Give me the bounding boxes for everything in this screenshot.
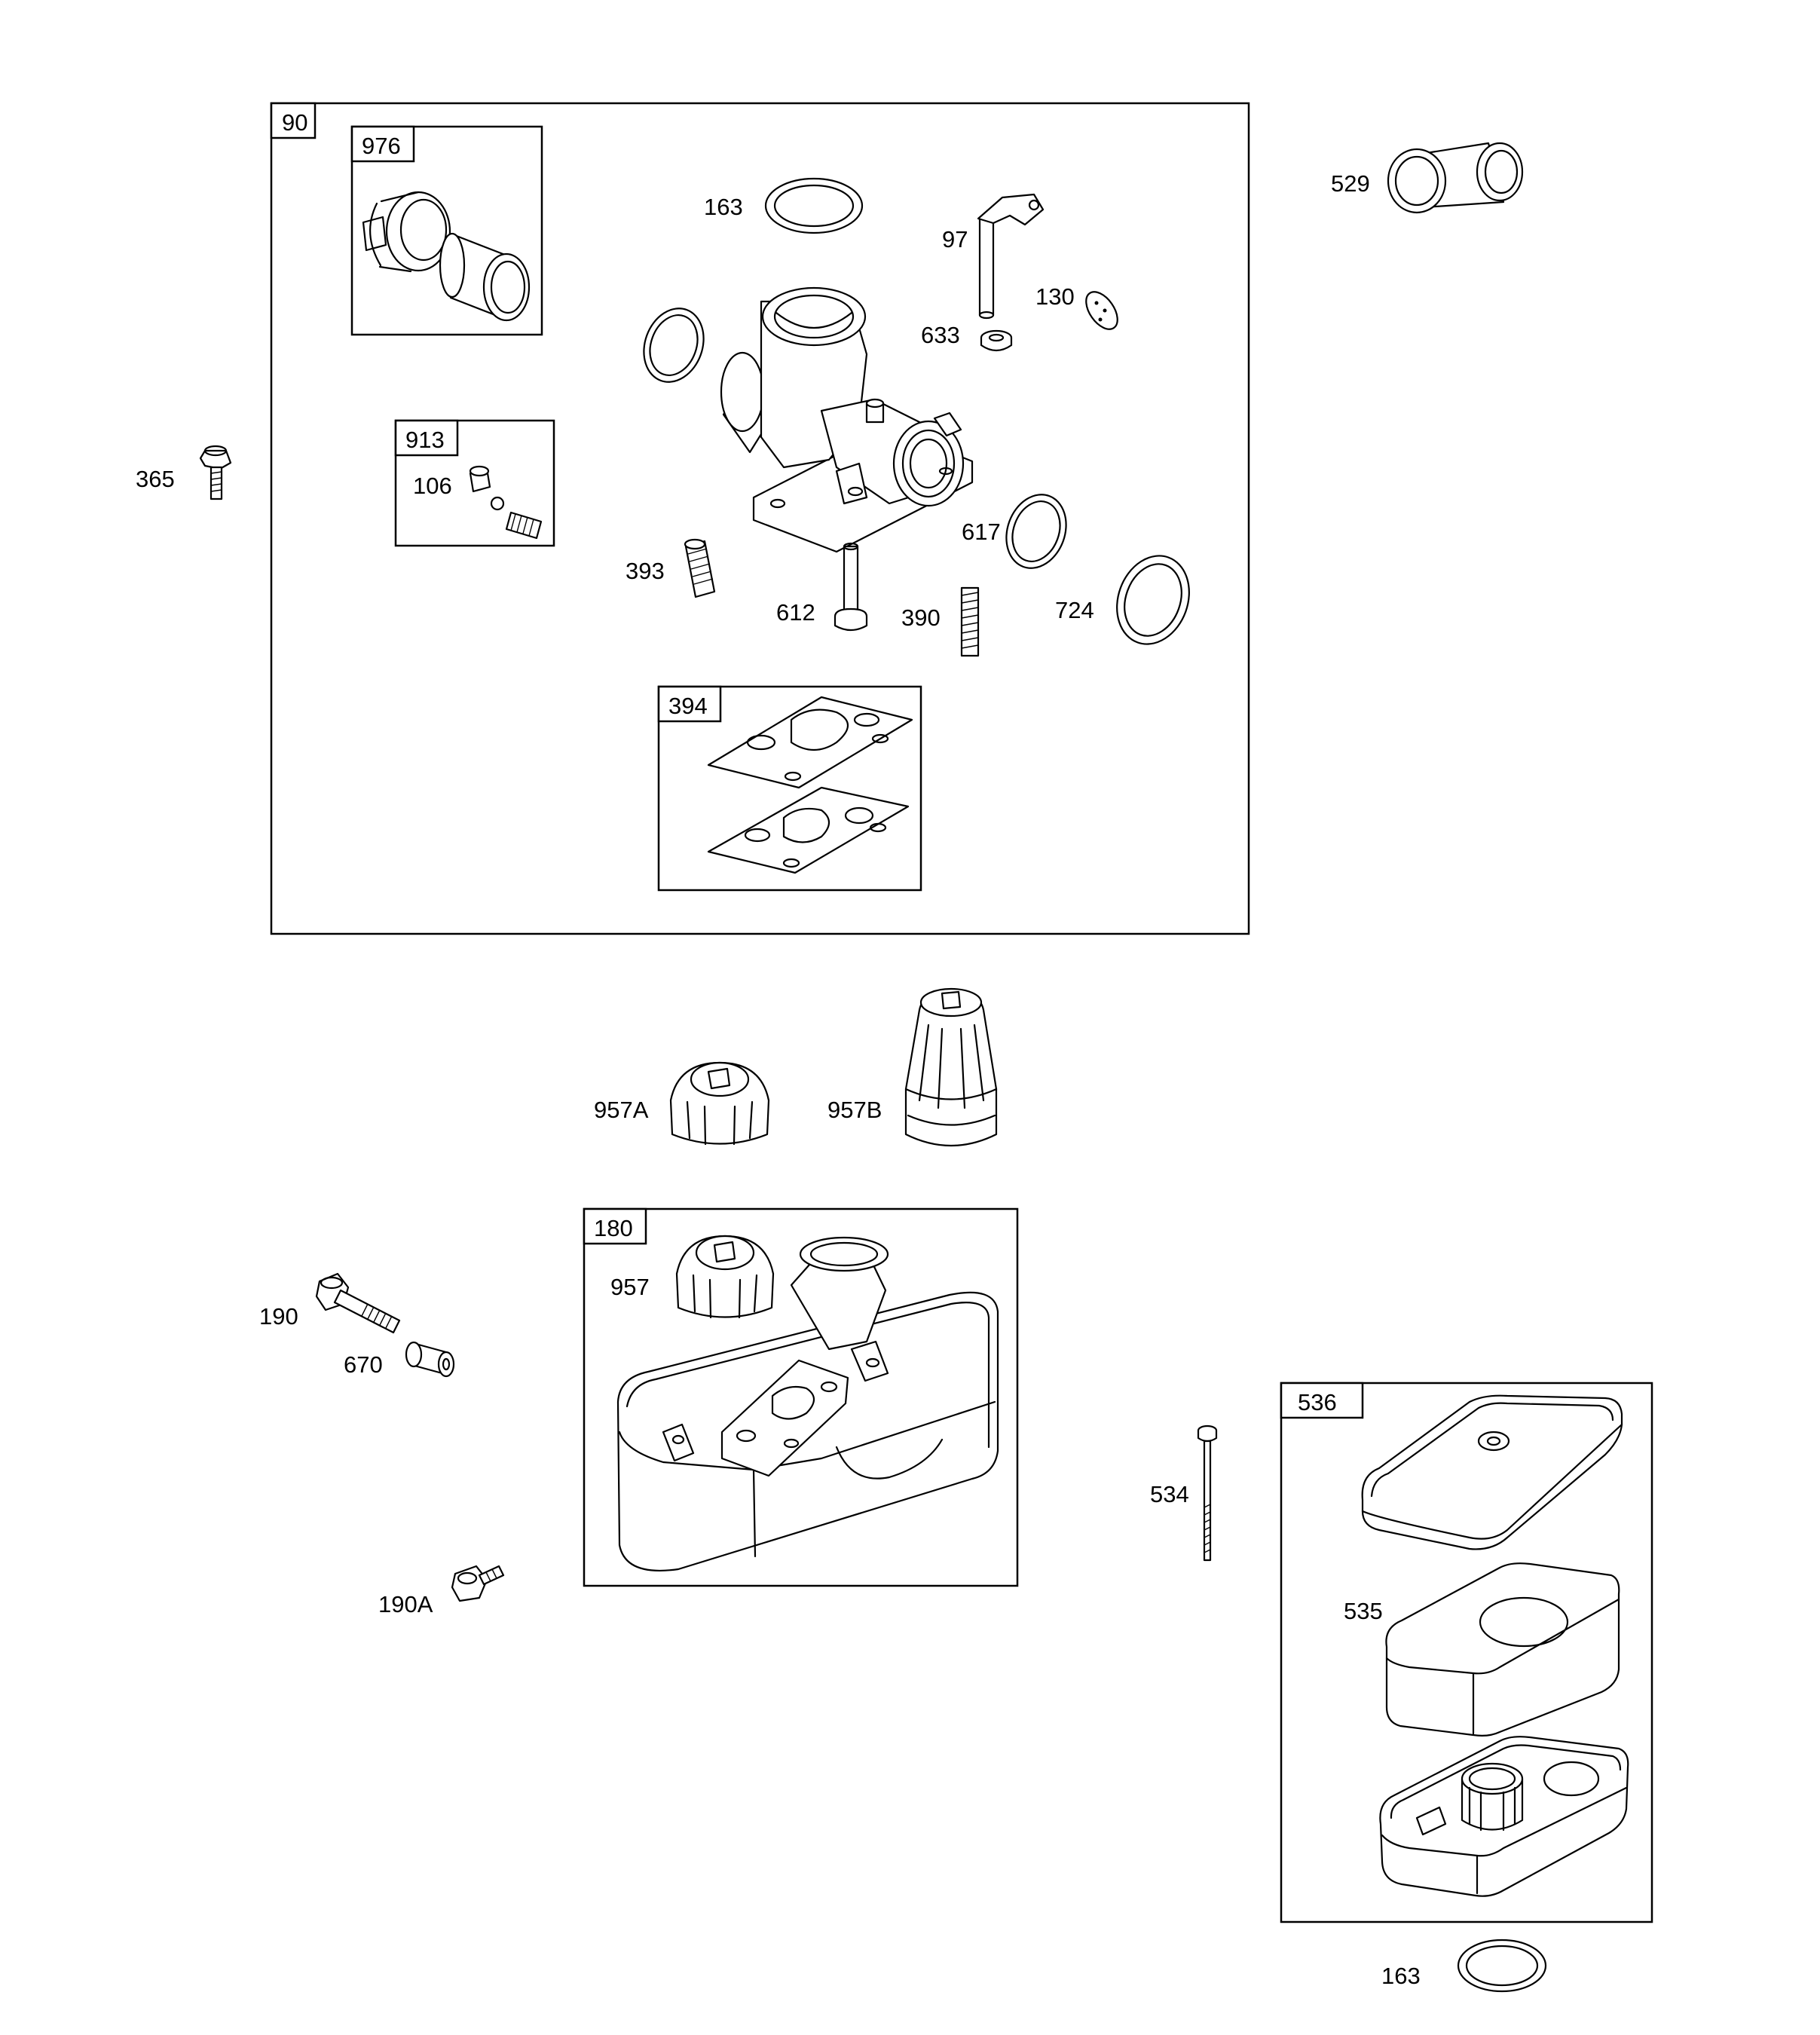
group-976-label: 976 xyxy=(362,133,401,159)
callout-535: 535 xyxy=(1344,1598,1383,1624)
group-180-fuel-tank: 180 957 xyxy=(583,1207,1019,1587)
part-393-filter xyxy=(684,538,716,598)
callout-534: 534 xyxy=(1150,1481,1189,1507)
group-976-fuel-pump-kit: 976 xyxy=(350,125,543,336)
callout-97: 97 xyxy=(942,226,968,252)
group-90-carburetor: 90 976 913 xyxy=(270,102,1250,935)
part-534-stud xyxy=(1197,1424,1218,1562)
callout-390: 390 xyxy=(901,604,941,631)
part-957A-fuel-cap xyxy=(669,1061,770,1146)
part-163-gasket-bottom xyxy=(1457,1939,1547,1993)
part-390-spring xyxy=(960,586,980,657)
part-97-throttle-shaft xyxy=(977,193,1045,320)
part-fuel-tank-body xyxy=(616,1236,999,1572)
callout-190A: 190A xyxy=(378,1591,433,1617)
callout-365: 365 xyxy=(136,466,175,492)
part-535-foam-filter xyxy=(1385,1562,1620,1737)
callout-724: 724 xyxy=(1055,597,1094,623)
group-536-air-cleaner: 536 535 xyxy=(1280,1382,1653,1923)
part-670-spacer xyxy=(405,1341,455,1378)
part-612-pickup-tube xyxy=(834,542,868,632)
part-ball xyxy=(490,496,505,511)
group-536-label: 536 xyxy=(1298,1389,1337,1415)
part-163-gasket-top xyxy=(764,177,864,234)
part-529-elbow xyxy=(1387,142,1524,214)
group-394-label: 394 xyxy=(668,693,708,719)
part-976-sleeve xyxy=(439,232,531,322)
part-976-collar xyxy=(362,191,451,273)
part-365-screw xyxy=(199,445,232,500)
callout-612: 612 xyxy=(776,599,815,626)
part-190-bolt xyxy=(315,1272,401,1334)
group-394-gasket-kit: 394 xyxy=(657,685,922,892)
part-gasket-upper xyxy=(707,696,913,789)
callout-130: 130 xyxy=(1035,283,1075,310)
callout-957A: 957A xyxy=(594,1097,649,1123)
callout-163-top: 163 xyxy=(704,194,743,220)
group-90-label: 90 xyxy=(282,109,307,136)
part-633-seal xyxy=(980,329,1013,352)
part-957-tank-cap xyxy=(675,1235,775,1319)
group-180-label: 180 xyxy=(594,1215,633,1241)
callout-106: 106 xyxy=(413,473,452,499)
group-913-label: 913 xyxy=(405,427,445,453)
part-106-seat xyxy=(469,465,491,493)
callout-393: 393 xyxy=(626,558,665,584)
part-190A-screw xyxy=(451,1565,505,1602)
callout-633: 633 xyxy=(921,322,960,348)
callout-529: 529 xyxy=(1331,170,1370,197)
part-o-ring-left xyxy=(643,308,705,383)
callout-163-bottom: 163 xyxy=(1381,1963,1421,1989)
callout-617: 617 xyxy=(962,519,1001,545)
callout-957B: 957B xyxy=(827,1097,882,1123)
part-spring-small xyxy=(505,511,543,540)
group-913-needle-kit: 913 106 xyxy=(394,419,555,547)
part-957B-fuel-cap-tall xyxy=(904,987,998,1147)
callout-957: 957 xyxy=(610,1274,650,1300)
part-air-cleaner-base xyxy=(1379,1736,1629,1897)
callout-670: 670 xyxy=(344,1351,383,1378)
part-617-o-ring xyxy=(1005,494,1067,569)
part-724-gasket xyxy=(1116,555,1190,645)
part-gasket-lower xyxy=(707,786,910,874)
part-air-cleaner-cover xyxy=(1361,1394,1623,1550)
part-130-throttle-valve xyxy=(1085,291,1118,330)
part-carburetor-body xyxy=(720,286,974,553)
callout-190: 190 xyxy=(259,1303,298,1330)
